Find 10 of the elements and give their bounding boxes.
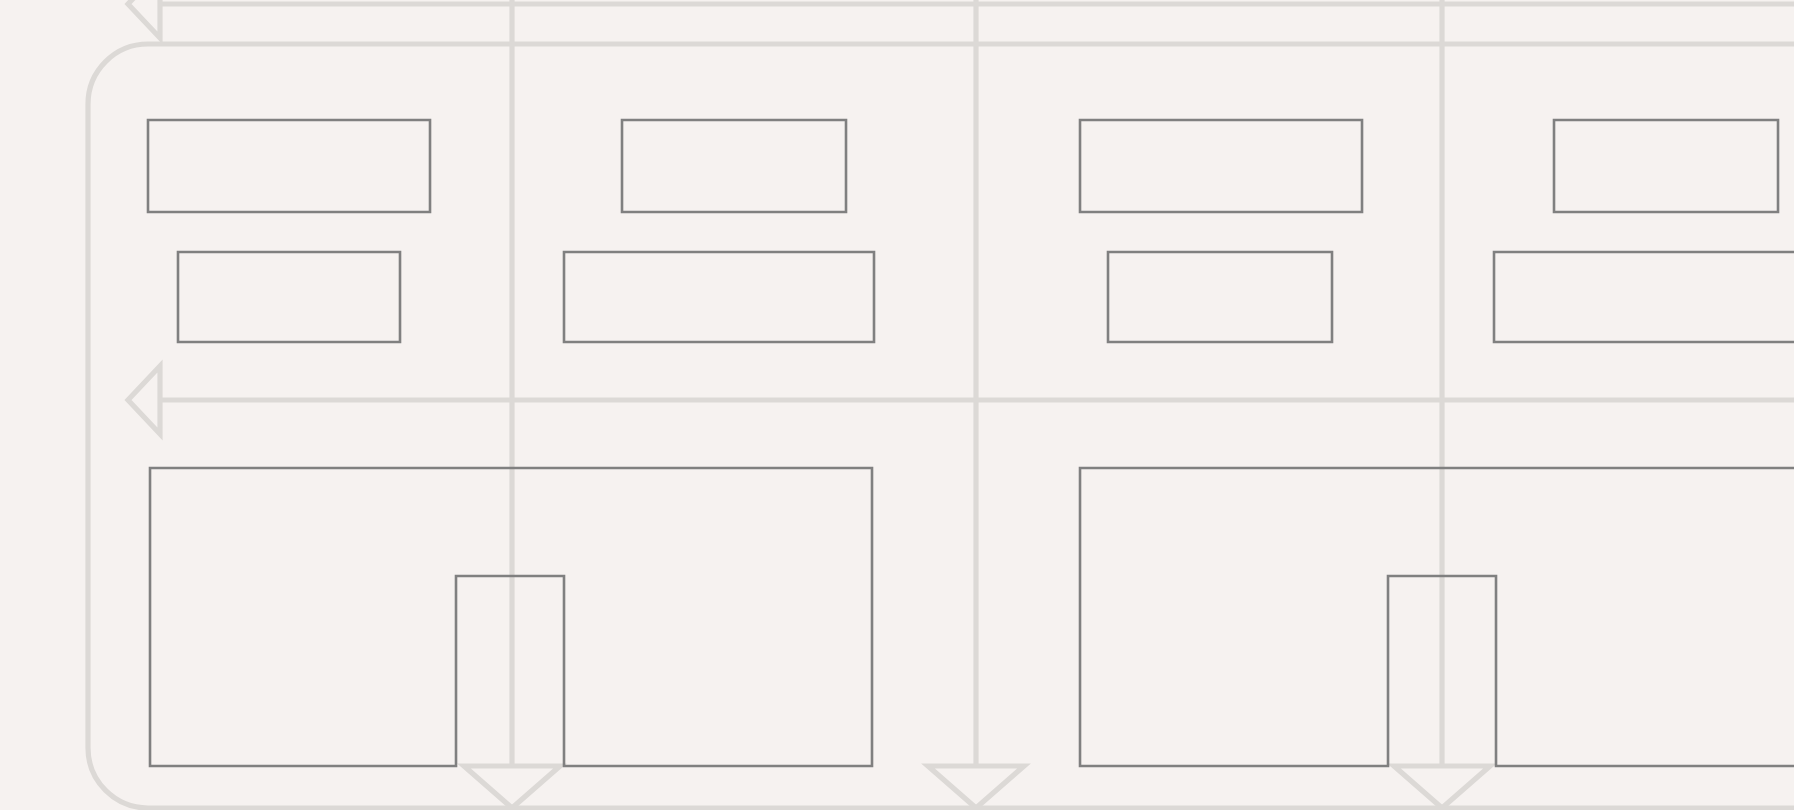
outline-box (620, 118, 848, 214)
outline-box (1078, 118, 1364, 214)
outline-box (146, 118, 432, 214)
outline-box (1552, 118, 1780, 214)
notched-box (148, 466, 874, 768)
outline-box (176, 250, 402, 344)
outline-box (1492, 250, 1794, 344)
outline-box (1106, 250, 1334, 344)
notched-box (1078, 466, 1794, 768)
outline-box (562, 250, 876, 344)
